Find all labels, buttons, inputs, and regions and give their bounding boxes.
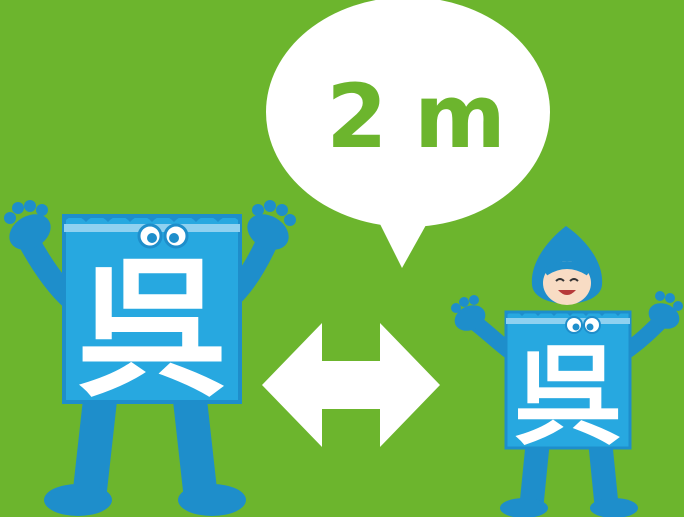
mascot-small: 呉 — [451, 226, 683, 517]
speech-bubble-icon — [266, 0, 550, 268]
small-right-arm — [620, 291, 683, 358]
hood-with-face — [531, 226, 603, 305]
small-sign-character: 呉 — [514, 335, 622, 460]
small-eyes — [565, 316, 601, 334]
legs — [44, 383, 246, 516]
small-legs — [500, 428, 638, 517]
double-headed-arrow-icon — [262, 323, 440, 447]
small-sign-body — [504, 310, 632, 450]
distance-label: 2 m — [326, 65, 506, 168]
sign-character: 呉 — [77, 244, 227, 418]
left-arm — [4, 200, 83, 311]
mascot-large: 呉 — [4, 200, 296, 516]
small-left-arm — [451, 295, 516, 358]
eyes — [137, 223, 189, 249]
